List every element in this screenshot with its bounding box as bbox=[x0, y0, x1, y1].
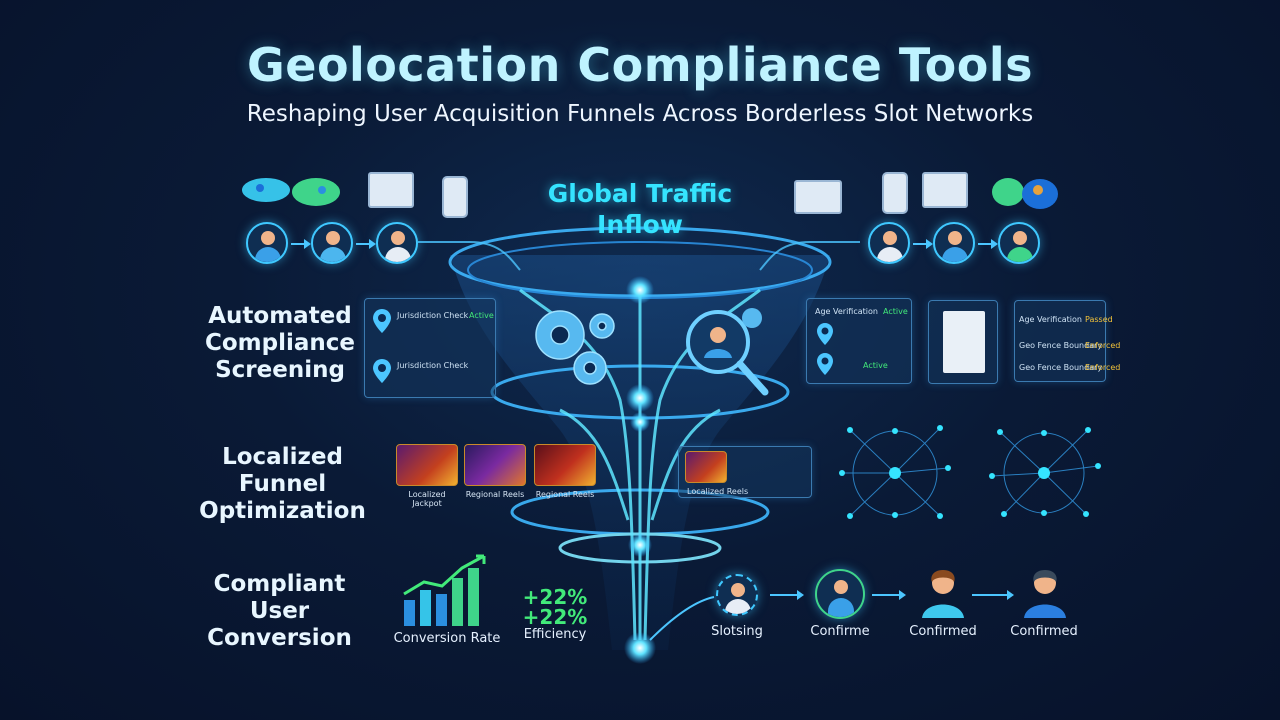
jurisdiction-check-panel: Jurisdiction Check Active Jurisdiction C… bbox=[364, 298, 496, 398]
conversion-step-label: Confirme bbox=[810, 624, 870, 639]
world-map-icon bbox=[992, 178, 1058, 209]
stage-label-line: Conversion bbox=[207, 625, 352, 651]
uplift-value: +22% bbox=[522, 605, 588, 629]
user-step-confirme-icon bbox=[815, 569, 865, 619]
world-map-icon bbox=[242, 178, 340, 206]
funnel-top-label: Global Traffic Inflow bbox=[520, 178, 760, 240]
mobile-icon bbox=[442, 176, 468, 218]
location-pin-icon bbox=[373, 359, 391, 383]
conversion-step-label: Confirmed bbox=[909, 624, 977, 639]
user-avatar-icon bbox=[376, 222, 418, 264]
status-row-value: Enforced bbox=[1085, 363, 1121, 372]
gear-icon bbox=[535, 310, 615, 385]
desktop-icon bbox=[922, 172, 968, 208]
location-pin-icon bbox=[817, 353, 833, 375]
slot-game-caption: Regional Reels bbox=[535, 490, 595, 499]
status-row-value: Enforced bbox=[1085, 341, 1121, 350]
jurisdiction-check-text: Jurisdiction Check bbox=[397, 361, 469, 370]
user-confirmed-icon bbox=[1024, 570, 1066, 618]
status-row-label: Age Verification bbox=[1019, 315, 1082, 324]
conversion-growth-chart-icon bbox=[403, 554, 486, 626]
stage-label-localization: Localized Funnel Optimization bbox=[180, 444, 385, 525]
slot-game-thumbnail bbox=[464, 444, 526, 486]
slot-game-caption: Regional Reels bbox=[465, 490, 525, 499]
desktop-icon bbox=[368, 172, 414, 208]
browser-window-icon bbox=[794, 180, 842, 214]
funnel-top-label-line1: Global Traffic bbox=[547, 179, 733, 208]
active-tag: Active bbox=[863, 361, 888, 370]
user-avatar-icon bbox=[246, 222, 288, 264]
age-verification-panel: Age Verification Active Active bbox=[806, 298, 912, 384]
flow-arrow bbox=[872, 590, 906, 600]
slot-game-thumbnail bbox=[685, 451, 727, 483]
conversion-step-label: Slotsing bbox=[711, 624, 763, 639]
user-confirmed-icon bbox=[922, 570, 964, 618]
user-avatar-icon bbox=[311, 222, 353, 264]
user-avatar-icon bbox=[998, 222, 1040, 264]
mobile-icon bbox=[882, 172, 908, 214]
status-row-value: Passed bbox=[1085, 315, 1113, 324]
user-step-slotsing-icon bbox=[716, 574, 758, 616]
network-graph bbox=[839, 425, 951, 519]
jurisdiction-check-text: Jurisdiction Check bbox=[397, 311, 469, 320]
efficiency-label: Efficiency bbox=[523, 627, 587, 642]
flow-arrow bbox=[978, 239, 998, 249]
document-icon bbox=[943, 311, 985, 373]
status-row-label: Geo Fence Boundary bbox=[1019, 363, 1103, 372]
stage-label-conversion: Compliant User Conversion bbox=[182, 571, 377, 652]
user-avatar-icon bbox=[868, 222, 910, 264]
localized-reels-panel: Localized Reels bbox=[678, 446, 812, 498]
stage-label-line: Automated bbox=[208, 303, 352, 329]
document-panel bbox=[928, 300, 998, 384]
network-graph bbox=[989, 427, 1101, 517]
funnel-top-label-line2: Inflow bbox=[597, 210, 683, 239]
slot-game-caption: Localized Reels bbox=[687, 487, 749, 496]
magnifier-icon bbox=[686, 308, 769, 396]
flow-arrow bbox=[972, 590, 1014, 600]
age-verification-text: Age Verification bbox=[815, 307, 878, 316]
uplift-value: +22% bbox=[522, 585, 588, 609]
conversion-step-label: Confirmed bbox=[1010, 624, 1078, 639]
status-row-label: Geo Fence Boundary bbox=[1019, 341, 1103, 350]
slot-game-thumbnail bbox=[396, 444, 458, 486]
active-tag: Active bbox=[883, 307, 908, 316]
flow-arrow bbox=[356, 239, 376, 249]
page-subtitle: Reshaping User Acquisition Funnels Acros… bbox=[246, 101, 1034, 127]
stage-label-line: Screening bbox=[215, 357, 345, 383]
page-title: Geolocation Compliance Tools bbox=[246, 38, 1033, 92]
stage-label-line: Optimization bbox=[199, 498, 366, 524]
verification-status-panel: Age Verification Passed Geo Fence Bounda… bbox=[1014, 300, 1120, 382]
slot-game-caption: Localized Jackpot bbox=[408, 490, 446, 508]
slot-game-thumbnail bbox=[534, 444, 596, 486]
flow-arrow bbox=[770, 590, 804, 600]
active-tag: Active bbox=[469, 311, 494, 320]
location-pin-icon bbox=[373, 309, 391, 333]
stage-label-line: Compliance bbox=[204, 330, 355, 356]
user-avatar-icon bbox=[933, 222, 975, 264]
stage-label-screening: Automated Compliance Screening bbox=[190, 303, 370, 384]
stage-label-line: Localized Funnel bbox=[222, 444, 343, 497]
location-pin-icon bbox=[817, 323, 833, 345]
flow-arrow bbox=[291, 239, 311, 249]
conversion-rate-label: Conversion Rate bbox=[393, 631, 501, 646]
flow-arrow bbox=[913, 239, 933, 249]
stage-label-line: Compliant User bbox=[213, 571, 346, 624]
